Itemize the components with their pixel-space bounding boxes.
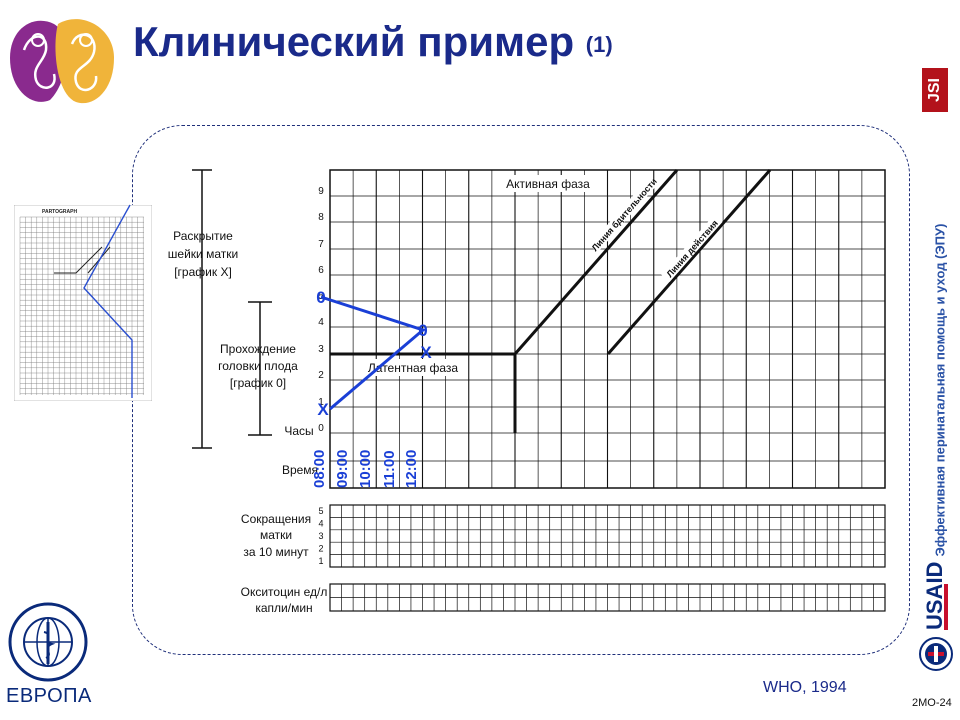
slide-title: Клинический пример (1) bbox=[133, 18, 613, 66]
contraction-tick-label: 1 bbox=[318, 556, 323, 566]
who-emblem-icon bbox=[8, 602, 88, 682]
y-tick-label: 9 bbox=[318, 186, 324, 197]
contraction-tick-label: 3 bbox=[318, 531, 323, 541]
contractions-label-line1: Сокращения bbox=[241, 512, 311, 526]
contractions-grid bbox=[329, 504, 886, 568]
oxytocin-label-line2: капли/мин bbox=[255, 601, 312, 615]
y-tick-label: 7 bbox=[318, 239, 324, 250]
jsi-logo: JSI bbox=[922, 68, 948, 112]
active-phase-label: Активная фаза bbox=[506, 177, 590, 191]
alert-line-label: Линия бдительности bbox=[590, 176, 659, 253]
usaid-seal-icon bbox=[919, 637, 953, 671]
slide-number: 2MO-24 bbox=[912, 697, 952, 709]
handwritten-time: 08:00 bbox=[311, 450, 328, 488]
y-tick-label: 1 bbox=[318, 397, 324, 408]
cervix-grid bbox=[329, 169, 886, 489]
oxytocin-label-line1: Окситоцин ед/л bbox=[241, 585, 328, 599]
who-region-label: ЕВРОПА bbox=[6, 685, 92, 707]
alert-line bbox=[513, 169, 679, 355]
thumbnail-heading: PARTOGRAPH bbox=[42, 209, 77, 215]
action-line bbox=[606, 169, 772, 355]
y-tick-label: 4 bbox=[318, 317, 324, 328]
descent-mark: 0 bbox=[316, 288, 325, 307]
usaid-logo: USAID bbox=[922, 562, 948, 630]
handwritten-time: 12:00 bbox=[403, 450, 420, 488]
hours-label: Часы bbox=[284, 424, 313, 438]
time-label: Время bbox=[282, 463, 318, 477]
contraction-tick-label: 4 bbox=[318, 519, 323, 529]
contractions-label-line3: за 10 минут bbox=[243, 545, 309, 559]
y-tick-label: 0 bbox=[318, 423, 324, 434]
descent-label-line2: головки плода bbox=[218, 359, 298, 373]
partograph-thumbnail: PARTOGRAPH bbox=[14, 205, 152, 401]
latent-phase-label: Латентная фаза bbox=[368, 361, 458, 375]
handwritten-time: 11:00 bbox=[381, 450, 398, 488]
y-tick-label: 3 bbox=[318, 344, 324, 355]
contraction-tick-label: 2 bbox=[318, 543, 323, 553]
descent-label-line3: [график 0] bbox=[230, 376, 286, 390]
cervix-bracket bbox=[192, 169, 212, 449]
cervix-label-line2: шейки матки bbox=[168, 247, 238, 261]
handwritten-time: 09:00 bbox=[334, 450, 351, 488]
y-tick-label: 6 bbox=[318, 265, 324, 276]
plotted-observations bbox=[320, 295, 427, 411]
dilation-mark: X bbox=[317, 400, 329, 419]
perinatal-care-logo bbox=[2, 10, 120, 105]
contractions-label-line2: матки bbox=[260, 528, 292, 542]
oxytocin-grid bbox=[329, 583, 886, 612]
y-tick-label: 2 bbox=[318, 370, 324, 381]
y-tick-label: 8 bbox=[318, 212, 324, 223]
slide-title-suffix: (1) bbox=[585, 31, 613, 57]
source-citation: WHO, 1994 bbox=[763, 679, 847, 696]
descent-mark: 0 bbox=[418, 321, 427, 340]
dilation-mark: X bbox=[420, 343, 432, 362]
thumbnail-connector-line bbox=[83, 204, 133, 398]
cervix-label-line1: Раскрытие bbox=[173, 229, 233, 243]
descent-bracket bbox=[248, 301, 272, 436]
usaid-logo-text: USAID bbox=[922, 562, 947, 630]
slide-title-text: Клинический пример bbox=[133, 18, 575, 65]
descent-label-line1: Прохождение bbox=[220, 342, 296, 356]
handwritten-time: 10:00 bbox=[357, 450, 374, 488]
contraction-tick-label: 5 bbox=[318, 506, 323, 516]
cervix-label-line3: [график X] bbox=[174, 265, 232, 279]
